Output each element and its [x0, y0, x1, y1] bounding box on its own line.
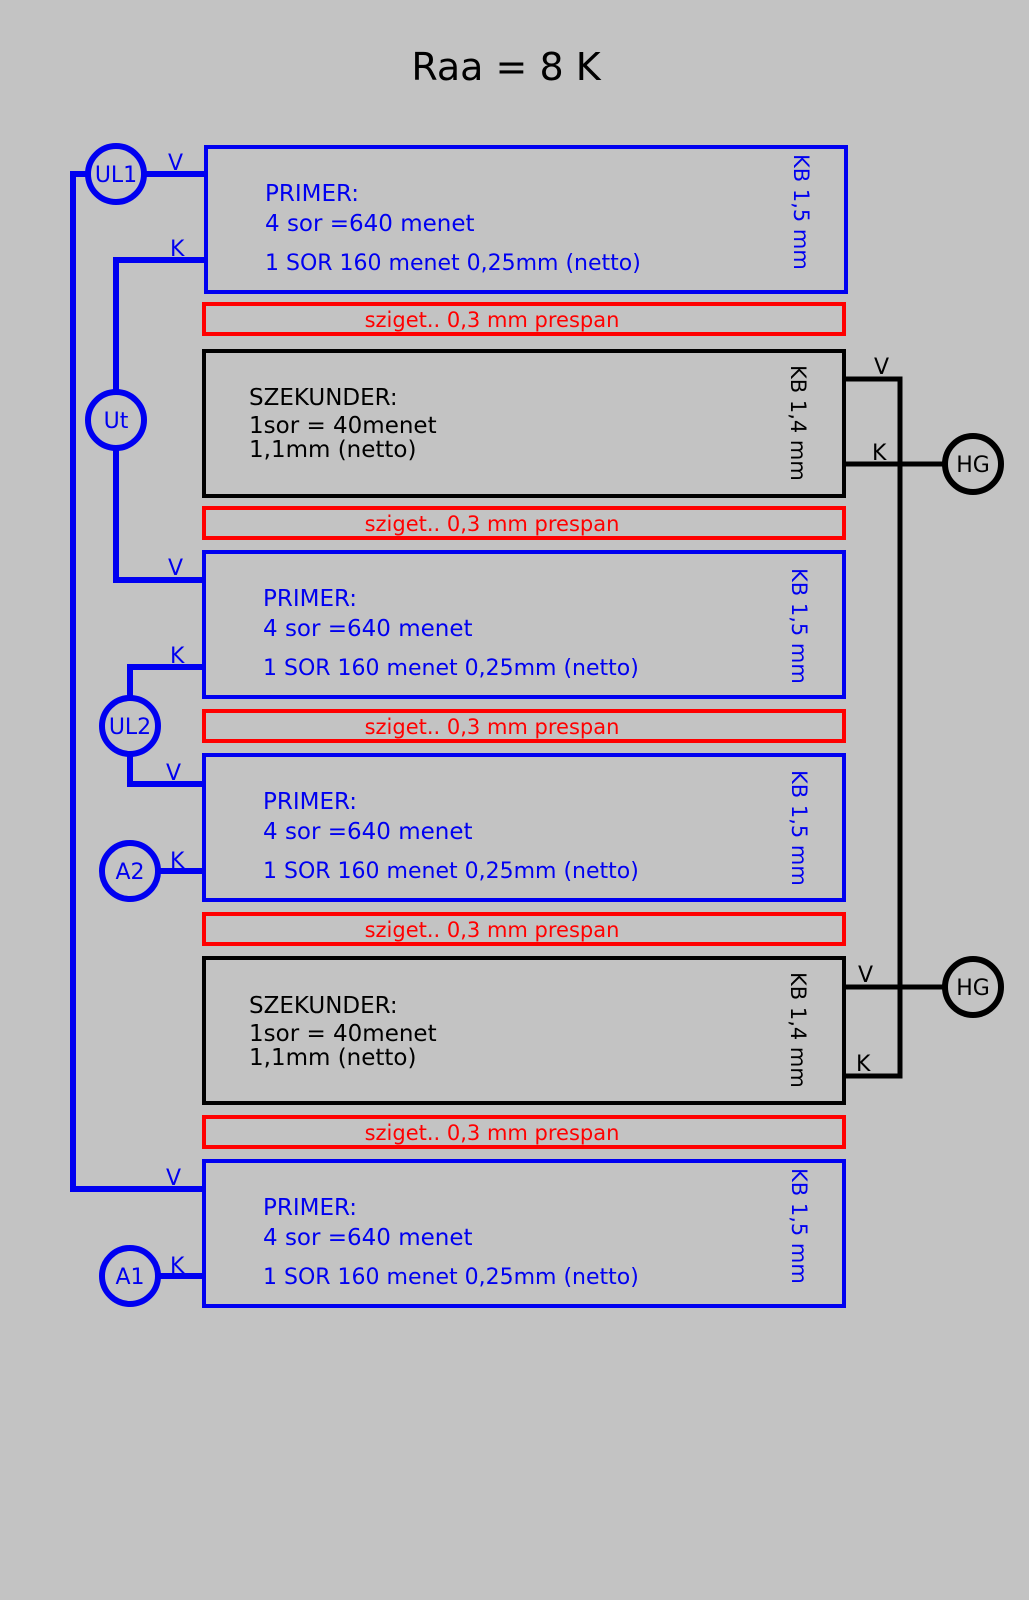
- terminal-label-k: K: [872, 441, 887, 466]
- wire-gauge-label: KB 1,5 mm: [787, 568, 811, 684]
- wire-gauge-label: KB 1,5 mm: [787, 1168, 811, 1284]
- terminal-label-v: V: [874, 355, 889, 380]
- wire-gauge-label: KB 1,5 mm: [787, 770, 811, 886]
- winding-primer-3: PRIMER: 4 sor =640 menet 1 SOR 160 menet…: [202, 753, 846, 902]
- winding-heading: PRIMER:: [265, 181, 359, 207]
- winding-turns: 4 sor =640 menet: [263, 819, 473, 845]
- terminal-label-v: V: [166, 1166, 181, 1191]
- insulation-box: [202, 709, 846, 743]
- winding-turns: 4 sor =640 menet: [263, 616, 473, 642]
- insulation-box: [202, 302, 846, 336]
- insulation-box: [202, 506, 846, 540]
- winding-box: [204, 145, 848, 294]
- node-label: UL2: [109, 715, 151, 740]
- terminal-label-k: K: [170, 237, 185, 262]
- secondary-wiring: [844, 376, 944, 1079]
- node-label: A1: [115, 1265, 144, 1290]
- meter-circle-icon: [942, 956, 1004, 1018]
- node-label: HG: [956, 453, 990, 478]
- meter-circle-icon: [99, 1245, 161, 1307]
- winding-turns: 4 sor =640 menet: [265, 211, 475, 237]
- insulation-label: sziget.. 0,3 mm prespan: [365, 1121, 620, 1145]
- meter-circle-icon: [942, 433, 1004, 495]
- node-ut: Ut: [85, 389, 147, 451]
- wire-ul2-to-p3-v: [127, 755, 206, 787]
- wire-s1-v-to-bus: [844, 376, 903, 1079]
- node-hg-2: HG: [942, 956, 1004, 1018]
- meter-circle-icon: [85, 143, 147, 205]
- winding-heading: SZEKUNDER:: [249, 385, 398, 411]
- insulation-label: sziget.. 0,3 mm prespan: [365, 512, 620, 536]
- wire-p2-k-to-ul2: [127, 664, 206, 700]
- insulation-layer-1: sziget.. 0,3 mm prespan: [202, 302, 846, 336]
- insulation-box: [202, 912, 846, 946]
- node-a1: A1: [99, 1245, 161, 1307]
- node-hg-1: HG: [942, 433, 1004, 495]
- terminal-label-k: K: [170, 849, 185, 874]
- winding-primer-1: PRIMER: 4 sor =640 menet 1 SOR 160 menet…: [204, 145, 848, 294]
- node-label: HG: [956, 976, 990, 1001]
- winding-turns: 1sor = 40menet: [249, 413, 437, 439]
- winding-box: [202, 1159, 846, 1308]
- winding-szekunder-2: SZEKUNDER: 1sor = 40menet 1,1mm (netto) …: [202, 956, 846, 1105]
- winding-detail: 1 SOR 160 menet 0,25mm (netto): [265, 251, 641, 276]
- insulation-label: sziget.. 0,3 mm prespan: [365, 918, 620, 942]
- winding-turns: 4 sor =640 menet: [263, 1225, 473, 1251]
- insulation-label: sziget.. 0,3 mm prespan: [365, 308, 620, 332]
- winding-heading: PRIMER:: [263, 586, 357, 612]
- insulation-label: sziget.. 0,3 mm prespan: [365, 715, 620, 739]
- terminal-label-k: K: [856, 1052, 871, 1077]
- winding-szekunder-1: SZEKUNDER: 1sor = 40menet 1,1mm (netto) …: [202, 349, 846, 498]
- winding-box: [202, 349, 846, 498]
- meter-circle-icon: [99, 695, 161, 757]
- node-label: UL1: [95, 163, 137, 188]
- wire-p1-k-to-ut: [113, 257, 206, 390]
- winding-box: [202, 956, 846, 1105]
- winding-box: [202, 550, 846, 699]
- insulation-layer-4: sziget.. 0,3 mm prespan: [202, 912, 846, 946]
- wire-ul1-to-p4-v: [70, 171, 206, 1192]
- node-ul2: UL2: [99, 695, 161, 757]
- wire-gauge-label: KB 1,5 mm: [789, 154, 813, 270]
- node-ul1: UL1: [85, 143, 147, 205]
- terminal-label-v: V: [166, 761, 181, 786]
- terminal-label-k: K: [170, 1254, 185, 1279]
- winding-heading: PRIMER:: [263, 789, 357, 815]
- primary-wiring: [70, 171, 206, 1279]
- winding-detail: 1 SOR 160 menet 0,25mm (netto): [263, 1265, 639, 1290]
- terminal-label-v: V: [858, 963, 873, 988]
- wire-ut-to-p2-v: [113, 450, 206, 583]
- terminal-label-v: V: [168, 556, 183, 581]
- node-a2: A2: [99, 840, 161, 902]
- node-label: A2: [115, 860, 144, 885]
- winding-turns: 1sor = 40menet: [249, 1021, 437, 1047]
- winding-box: [202, 753, 846, 902]
- winding-detail: 1 SOR 160 menet 0,25mm (netto): [263, 859, 639, 884]
- winding-primer-2: PRIMER: 4 sor =640 menet 1 SOR 160 menet…: [202, 550, 846, 699]
- wire-gauge-label: KB 1,4 mm: [786, 972, 810, 1088]
- winding-primer-4: PRIMER: 4 sor =640 menet 1 SOR 160 menet…: [202, 1159, 846, 1308]
- winding-detail: 1 SOR 160 menet 0,25mm (netto): [263, 656, 639, 681]
- winding-heading: SZEKUNDER:: [249, 993, 398, 1019]
- insulation-layer-3: sziget.. 0,3 mm prespan: [202, 709, 846, 743]
- node-label: Ut: [104, 409, 129, 434]
- winding-heading: PRIMER:: [263, 1195, 357, 1221]
- terminal-label-v: V: [168, 151, 183, 176]
- insulation-layer-2: sziget.. 0,3 mm prespan: [202, 506, 846, 540]
- terminal-label-k: K: [170, 644, 185, 669]
- winding-detail: 1,1mm (netto): [249, 1045, 416, 1071]
- insulation-box: [202, 1115, 846, 1149]
- meter-circle-icon: [85, 389, 147, 451]
- diagram-title: Raa = 8 K: [411, 45, 601, 89]
- winding-detail: 1,1mm (netto): [249, 437, 416, 463]
- insulation-layer-5: sziget.. 0,3 mm prespan: [202, 1115, 846, 1149]
- meter-circle-icon: [99, 840, 161, 902]
- wire-gauge-label: KB 1,4 mm: [786, 365, 810, 481]
